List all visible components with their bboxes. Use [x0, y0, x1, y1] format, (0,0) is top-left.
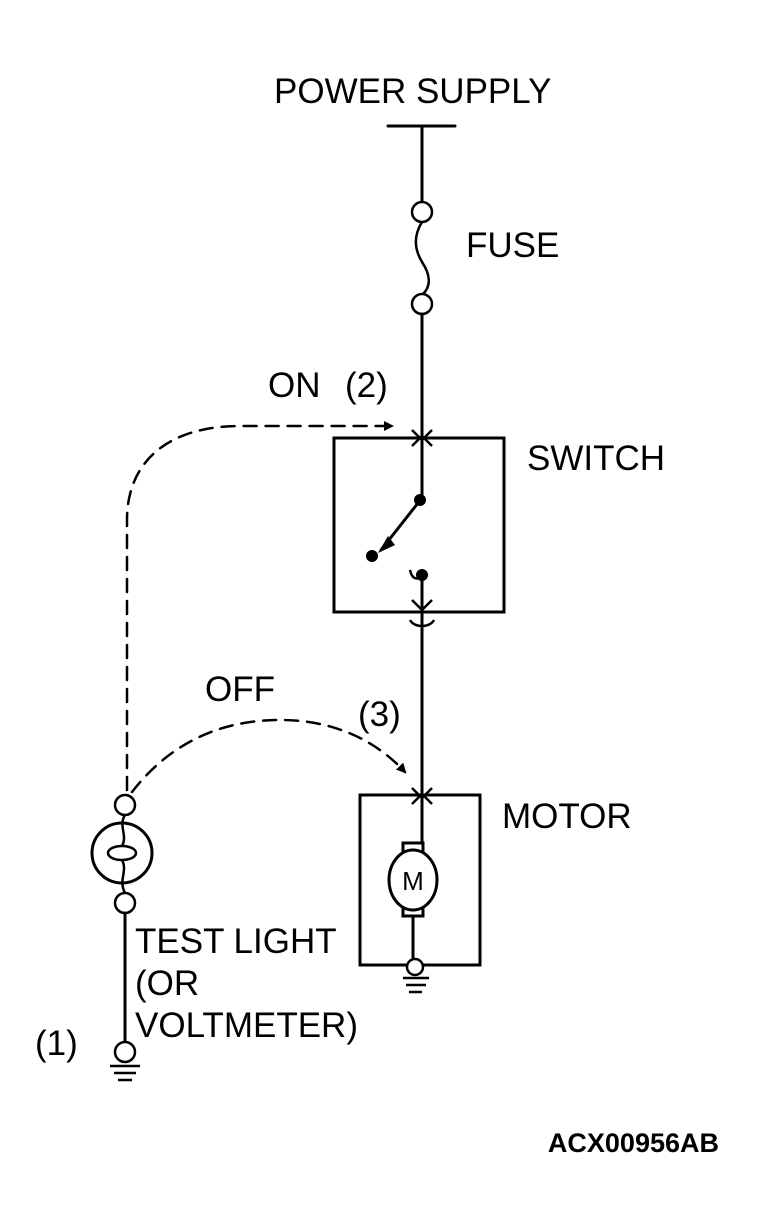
on-test-path: [125, 421, 394, 792]
power-supply-label: POWER SUPPLY: [274, 72, 551, 111]
test-light-ground-icon: [110, 1064, 140, 1082]
test-light-ground-terminal: [113, 1040, 137, 1064]
fuse-label: FUSE: [466, 226, 559, 265]
test-light-label-line3: VOLTMETER): [135, 1006, 358, 1045]
motor-icon: M: [387, 841, 439, 918]
off-test-path: [130, 718, 407, 794]
test-light-label-line2: (OR: [135, 964, 199, 1003]
point-2-label: (2): [345, 366, 388, 405]
fuse: [410, 200, 434, 316]
fuse-top-terminal: [410, 200, 434, 224]
off-label: OFF: [205, 670, 275, 709]
switch-label: SWITCH: [527, 439, 665, 478]
fuse-element: [414, 221, 430, 296]
fuse-bottom-terminal: [410, 292, 434, 316]
motor-ground-terminal: [405, 957, 425, 977]
switch-blade-arrow-icon: [378, 536, 395, 553]
on-label: ON: [268, 366, 321, 405]
figure-code: ACX00956AB: [548, 1128, 719, 1158]
point-1-label: (1): [35, 1024, 78, 1063]
motor-ground-icon: [403, 976, 429, 994]
test-light-label-line1: TEST LIGHT: [135, 922, 337, 961]
switch-box: [332, 436, 506, 614]
test-light-icon: [90, 793, 154, 915]
switch-pivot-contact: [366, 550, 378, 562]
point-3-label: (3): [358, 695, 401, 734]
motor-label: MOTOR: [502, 797, 632, 836]
motor-symbol: M: [402, 866, 424, 896]
